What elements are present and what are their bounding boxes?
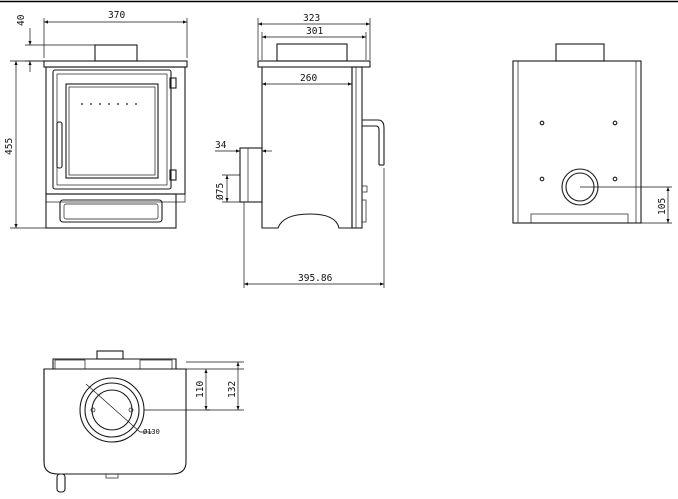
rear-bolt-hole <box>539 120 545 126</box>
top-handle <box>56 473 66 493</box>
side-body <box>261 67 353 229</box>
front-door <box>52 69 172 190</box>
front-height-label: 455 <box>4 138 15 155</box>
front-plinth <box>45 193 177 229</box>
top-flue-opening <box>91 389 133 431</box>
rear-bolt-hole <box>612 120 618 126</box>
side-door-edge <box>351 66 363 229</box>
top-flue-edge-label: 132 <box>227 381 238 398</box>
top-flue-centre-label: 110 <box>195 381 206 398</box>
top-plate <box>43 368 187 475</box>
front-door-handle <box>56 121 63 169</box>
side-top-plate <box>257 60 371 68</box>
front-airwash-holes <box>81 103 137 105</box>
front-flue-collar <box>94 44 138 62</box>
rear-view: 105 <box>512 43 672 224</box>
rear-flue-collar <box>555 43 605 62</box>
side-air-inlet-diameter-label: Ø75 <box>215 183 226 200</box>
rear-bolt-hole <box>539 176 545 182</box>
front-base-trim <box>45 193 186 203</box>
front-top-plate <box>43 60 188 68</box>
side-overall-depth-label: 323 <box>303 13 320 24</box>
rear-base-vent <box>530 213 629 224</box>
front-door-inner <box>56 73 168 186</box>
top-flue-ring <box>84 382 140 438</box>
side-flue-collar <box>276 43 348 62</box>
side-body-depth-label: 301 <box>306 26 323 37</box>
side-handle <box>362 119 385 165</box>
top-flue-collar <box>96 350 124 360</box>
front-hinge-bottom <box>169 169 177 181</box>
front-glass-inner <box>68 86 156 176</box>
rear-bolt-hole <box>612 176 618 182</box>
side-total-depth-label: 395.86 <box>298 273 333 284</box>
rear-body <box>512 60 642 224</box>
front-width-label: 370 <box>108 10 125 21</box>
front-flue-offset-label: 40 <box>16 14 27 26</box>
side-view: 323 301 260 34 Ø75 395.86 <box>215 13 385 288</box>
side-air-inlet-offset-label: 34 <box>215 140 227 151</box>
front-hinge-top <box>169 77 177 89</box>
front-ashpan-inner <box>63 203 159 220</box>
side-inner-depth-label: 260 <box>300 73 317 84</box>
top-flue-diameter-leader <box>85 383 141 433</box>
top-hinge <box>105 473 119 479</box>
top-flue-diameter-label: Ø130 <box>143 428 160 436</box>
front-view: 370 40 455 <box>4 10 188 229</box>
front-ashpan-door <box>59 199 163 223</box>
front-glass <box>65 83 159 179</box>
rear-outlet-height-label: 105 <box>657 198 668 215</box>
side-air-inlet <box>239 147 263 203</box>
top-view: Ø130 110 132 <box>43 350 244 493</box>
